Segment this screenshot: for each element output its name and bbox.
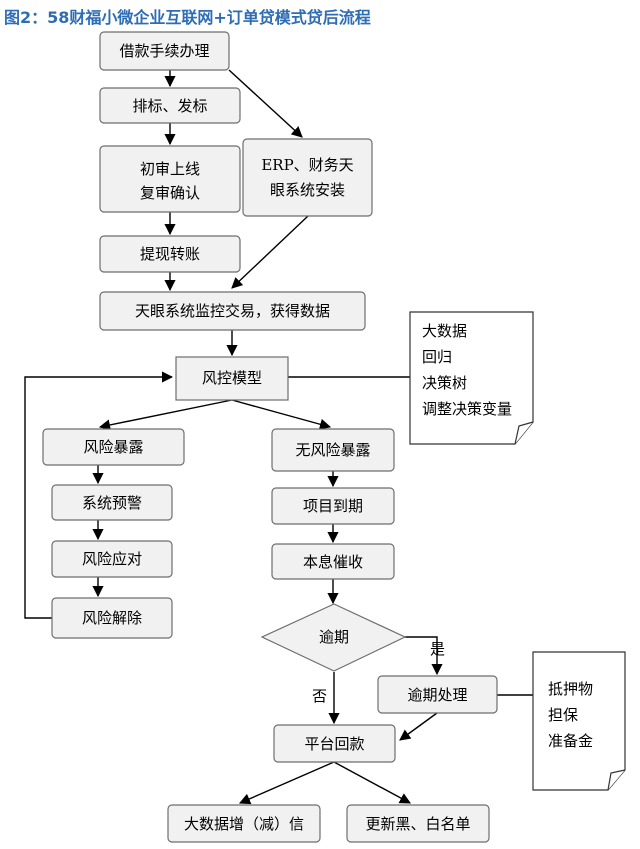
svg-text:天眼系统监控交易，获得数据: 天眼系统监控交易，获得数据	[135, 302, 330, 320]
svg-text:初审上线: 初审上线	[140, 160, 200, 178]
node-loan: 借款手续办理	[99, 31, 230, 71]
svg-text:回归: 回归	[422, 348, 452, 366]
svg-text:抵押物: 抵押物	[548, 680, 593, 698]
svg-text:风险解除: 风险解除	[82, 609, 142, 627]
svg-text:系统预警: 系统预警	[82, 494, 142, 512]
svg-text:决策树: 决策树	[422, 374, 467, 392]
no-label: 否	[312, 687, 327, 705]
svg-text:准备金: 准备金	[548, 732, 593, 750]
svg-text:排标、发标: 排标、发标	[132, 97, 207, 115]
node-erp: ERP、财务天 眼系统安装	[242, 138, 373, 217]
node-collection: 本息催收	[271, 543, 395, 580]
svg-text:无风险暴露: 无风险暴露	[295, 441, 370, 459]
svg-text:借款手续办理: 借款手续办理	[119, 42, 209, 60]
decision-overdue: 逾期	[260, 603, 407, 672]
node-review: 初审上线 复审确认	[99, 145, 241, 213]
node-update-lists: 更新黑、白名单	[346, 804, 490, 843]
svg-text:调整决策变量: 调整决策变量	[422, 400, 512, 418]
node-risk-model: 风控模型	[175, 356, 289, 401]
svg-text:复审确认: 复审确认	[140, 184, 200, 202]
node-system-warning: 系统预警	[51, 484, 173, 521]
svg-text:平台回款: 平台回款	[304, 735, 364, 753]
node-no-risk-exposure: 无风险暴露	[271, 428, 395, 472]
figure-title: 图2：58财福小微企业互联网+订单贷模式贷后流程	[4, 8, 371, 27]
svg-text:提现转账: 提现转账	[140, 245, 200, 263]
node-risk-response: 风险应对	[51, 540, 173, 578]
node-withdraw: 提现转账	[99, 235, 241, 273]
edges	[24, 69, 533, 805]
svg-text:本息催收: 本息催收	[303, 553, 363, 571]
yes-label: 是	[430, 640, 445, 658]
note-model-methods: 大数据 回归 决策树 调整决策变量	[409, 311, 534, 445]
node-credit-adjust: 大数据增（减）信	[167, 804, 321, 843]
svg-text:逾期处理: 逾期处理	[407, 686, 467, 704]
svg-text:ERP、财务天: ERP、财务天	[261, 156, 353, 174]
svg-text:更新黑、白名单: 更新黑、白名单	[365, 815, 470, 833]
svg-text:担保: 担保	[548, 706, 578, 724]
node-monitor: 天眼系统监控交易，获得数据	[99, 291, 366, 331]
svg-text:风险应对: 风险应对	[82, 550, 142, 568]
node-project-due: 项目到期	[271, 487, 395, 525]
svg-text:大数据: 大数据	[422, 322, 467, 340]
node-risk-release: 风险解除	[51, 597, 173, 639]
svg-text:风控模型: 风控模型	[202, 369, 262, 387]
node-platform-repayment: 平台回款	[273, 724, 396, 763]
svg-text:大数据增（减）信: 大数据增（减）信	[184, 815, 304, 833]
node-risk-exposure: 风险暴露	[42, 428, 185, 466]
svg-text:逾期: 逾期	[319, 628, 349, 646]
node-overdue-handling: 逾期处理	[377, 675, 498, 714]
node-bid: 排标、发标	[99, 87, 241, 124]
note-collateral: 抵押物 担保 准备金	[532, 651, 626, 791]
svg-text:风险暴露: 风险暴露	[83, 438, 143, 456]
svg-text:项目到期: 项目到期	[303, 497, 363, 515]
svg-text:眼系统安装: 眼系统安装	[270, 181, 345, 199]
